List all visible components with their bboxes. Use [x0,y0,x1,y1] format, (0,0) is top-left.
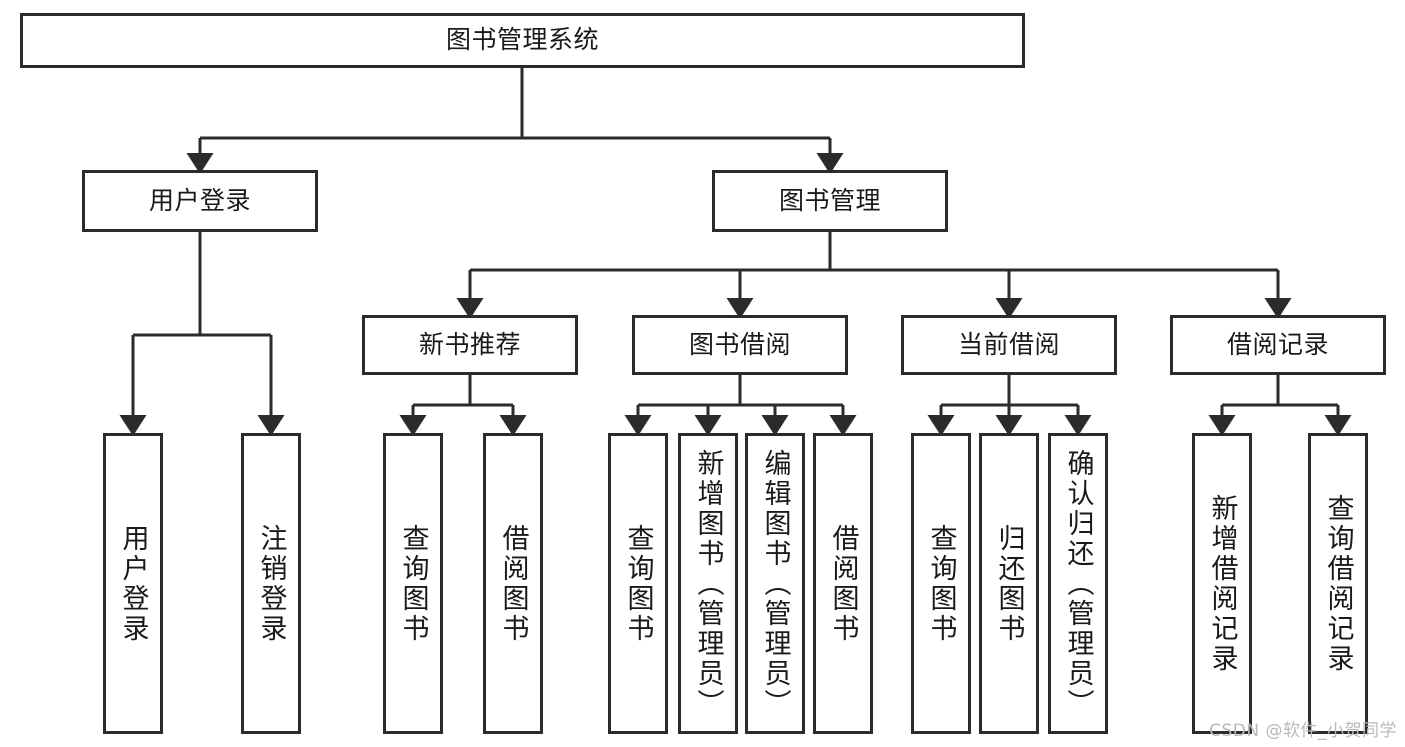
node-label: 注销登录 [255,523,287,644]
leaf-borrow-book[interactable]: 借阅图书 [813,433,873,734]
node-book-management[interactable]: 图书管理 [712,170,948,232]
leaf-add-book-admin[interactable]: 新增图书（管理员） [678,433,738,734]
leaf-confirm-return-admin[interactable]: 确认归还（管理员） [1048,433,1108,734]
node-label: 查询图书 [925,523,957,644]
node-user-login[interactable]: 用户登录 [82,170,318,232]
node-label: 查询图书 [397,523,429,644]
node-label: 查询图书 [622,523,654,644]
leaf-query-book-borrow[interactable]: 查询图书 [608,433,668,734]
node-label: 新增借阅记录 [1206,493,1238,674]
node-label: 查询借阅记录 [1322,493,1354,674]
node-label: 借阅图书 [827,523,859,644]
node-label: 确认归还（管理员） [1062,448,1094,719]
csdn-watermark: CSDN @软件_小贺同学 [1209,721,1397,741]
node-book-borrow[interactable]: 图书借阅 [632,315,848,375]
node-label: 新书推荐 [418,329,521,359]
node-label: 借阅记录 [1226,329,1329,359]
node-label: 借阅图书 [497,523,529,644]
node-label: 编辑图书（管理员） [759,448,791,719]
node-new-book-recommend[interactable]: 新书推荐 [362,315,578,375]
node-label: 图书管理系统 [445,25,599,55]
node-label: 图书借阅 [688,329,791,359]
leaf-logout[interactable]: 注销登录 [241,433,301,734]
node-current-borrow[interactable]: 当前借阅 [901,315,1117,375]
node-label: 图书管理 [778,185,881,215]
leaf-borrow-book-recommend[interactable]: 借阅图书 [483,433,543,734]
leaf-query-borrow-record[interactable]: 查询借阅记录 [1308,433,1368,734]
node-label: 当前借阅 [957,329,1060,359]
leaf-edit-book-admin[interactable]: 编辑图书（管理员） [745,433,805,734]
node-label: 用户登录 [148,185,251,215]
leaf-query-book-recommend[interactable]: 查询图书 [383,433,443,734]
leaf-user-login[interactable]: 用户登录 [103,433,163,734]
node-label: 归还图书 [993,523,1025,644]
node-borrow-record[interactable]: 借阅记录 [1170,315,1386,375]
leaf-query-book-current[interactable]: 查询图书 [911,433,971,734]
leaf-add-borrow-record[interactable]: 新增借阅记录 [1192,433,1252,734]
node-label: 新增图书（管理员） [692,448,724,719]
node-root-book-management-system[interactable]: 图书管理系统 [20,13,1025,68]
leaf-return-book[interactable]: 归还图书 [979,433,1039,734]
node-label: 用户登录 [117,523,149,644]
